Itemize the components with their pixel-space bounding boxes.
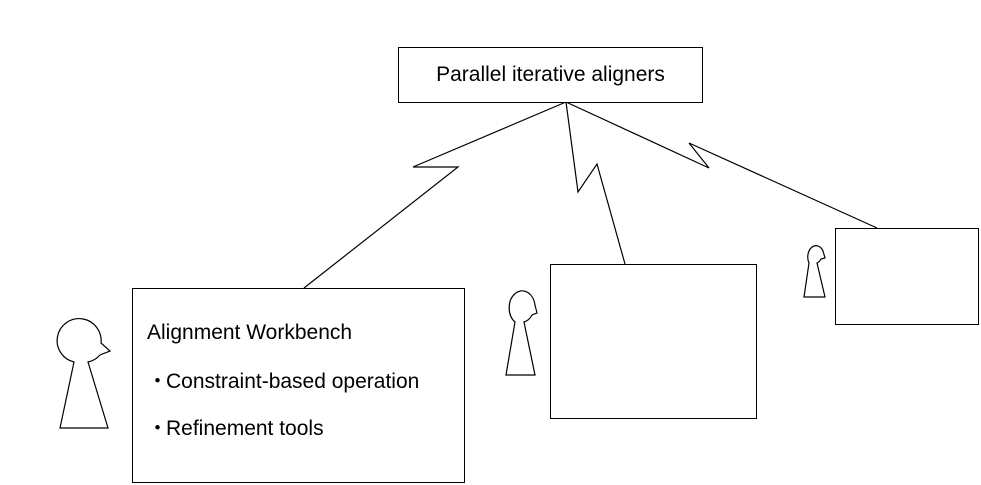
client-box-right — [835, 228, 979, 325]
server-box: Parallel iterative aligners — [398, 47, 703, 103]
user-figure-icon — [803, 245, 826, 298]
client-box-middle — [550, 264, 757, 419]
feature-label: Refinement tools — [166, 417, 324, 440]
feature-item: ・Refinement tools — [147, 412, 324, 442]
bullet-icon: ・ — [147, 417, 168, 440]
bullet-icon: ・ — [147, 370, 168, 393]
workbench-title: Alignment Workbench — [147, 321, 353, 344]
server-label: Parallel iterative aligners — [436, 63, 665, 86]
workbench-client-box: Alignment Workbench ・Constraint-based op… — [132, 288, 465, 483]
connector-right — [565, 101, 878, 229]
connector-left — [303, 101, 567, 289]
feature-item: ・Constraint-based operation — [147, 365, 419, 395]
connector-middle — [565, 101, 626, 265]
feature-label: Constraint-based operation — [166, 370, 420, 393]
user-figure-icon — [56, 318, 112, 429]
user-figure-icon — [505, 290, 538, 376]
